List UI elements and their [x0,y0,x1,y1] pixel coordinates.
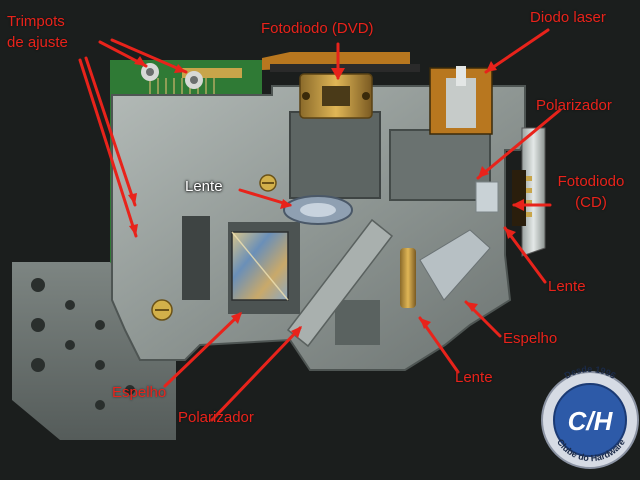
label-espelho-left: Espelho [112,384,167,401]
label-diodo-laser: Diodo laser [530,9,606,26]
label-trimpots-line-1: Trimpots [7,13,65,30]
label-polarizador-top: Polarizador [536,97,612,114]
arrow-polarizer-top [476,108,562,180]
screw-1 [259,174,277,192]
label-lente-right: Lente [548,278,586,295]
arrow-trimpot-3 [84,56,137,207]
arrow-trimpot-2 [110,38,188,74]
arrow-mirror-left [163,312,242,388]
arrow-heads [128,56,524,338]
label-espelho-right: Espelho [503,330,558,347]
lens-lower-element [400,229,491,308]
label-fotodiodo-dvd: Fotodiodo (DVD) [261,20,374,37]
arrow-lens-bottom [418,316,460,374]
logo-disc [553,383,627,457]
dvd-photodiode [299,73,373,119]
logo-mark: C/H [568,406,614,436]
arrow-lens-left [238,188,292,207]
lens-center [283,195,353,225]
polarizer-top-element [475,181,499,213]
label-trimpots-line-2: de ajuste [7,34,68,51]
arrow-lens-right [503,226,547,284]
arrow-trimpot-4 [78,58,138,238]
trimpot-1 [141,63,159,81]
cd-photodiode [512,127,546,257]
screw-2 [151,299,173,321]
arrow-polarizer-bottom [210,326,302,422]
trimpot-2 [185,71,203,89]
arrow-laser-diode [484,28,550,74]
label-fotodiodo-cd-line-2: (CD) [575,194,607,211]
label-lente-left: Lente [185,178,223,195]
label-lente-bottom: Lente [455,369,493,386]
laser-diode [429,66,493,135]
label-fotodiodo-cd-line-1: Fotodiodo [557,173,625,190]
beam-splitter-prism [231,231,289,301]
label-polarizador-bottom: Polarizador [178,409,254,426]
